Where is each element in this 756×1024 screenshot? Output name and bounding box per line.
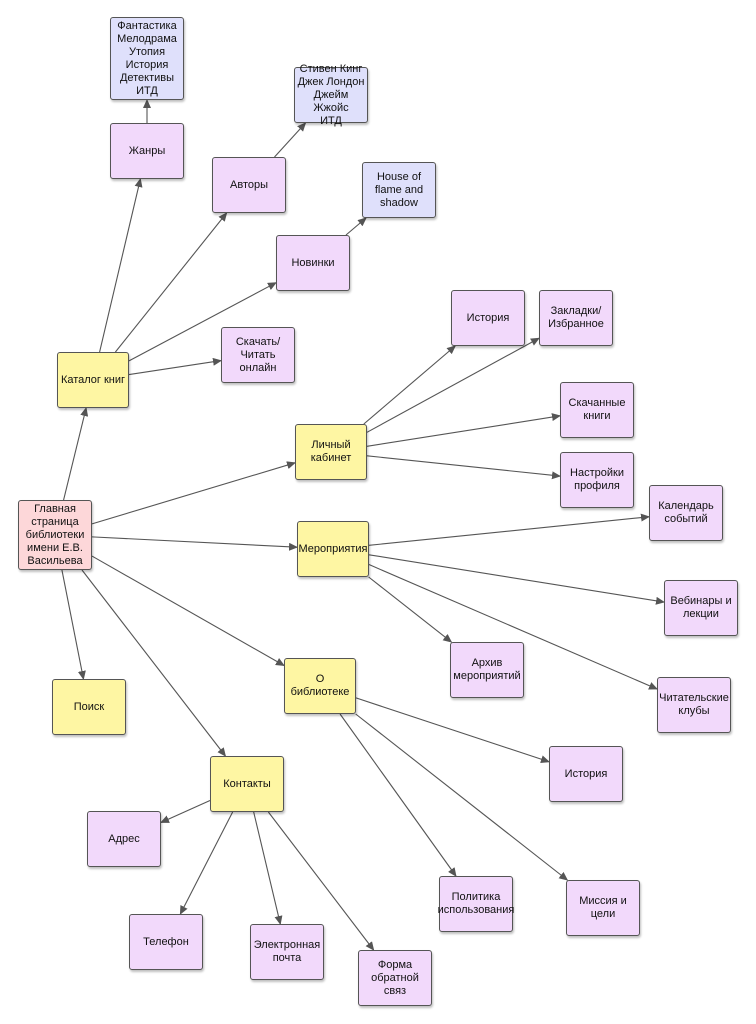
node-label: Контакты [223,777,271,790]
node-search: Поиск [52,679,126,735]
node-label: Мероприятия [298,542,368,555]
node-label: Читательские клубы [659,692,729,717]
node-label: Электронная почта [253,939,321,964]
node-label: Настройки профиля [570,467,624,492]
edge-events-to-calendar [368,513,650,546]
edge-root-to-events [91,536,298,551]
node-root: Главная страница библиотеки имени Е.В. В… [18,500,92,570]
node-label: Авторы [230,178,268,191]
node-label: Адрес [108,832,140,845]
edge-catalog-to-authors [114,212,228,353]
node-label: Фантастика Мелодрама Утопия История Дете… [117,19,177,97]
edge-catalog-to-genres [99,178,143,353]
node-label: Жанры [128,144,166,157]
node-email: Электронная почта [250,924,324,980]
edge-catalog-to-new [128,282,277,362]
node-about-history: История [549,746,623,802]
edge-authors-to-authors-list [274,122,307,158]
node-label: Архив мероприятий [453,657,521,682]
edge-cabinet-to-bookmarks [366,337,540,433]
node-phone: Телефон [129,914,203,970]
node-label: Форма обратной связ [371,958,419,997]
node-label: Закладки/ Избранное [548,305,604,330]
edge-root-to-cabinet [91,461,296,525]
node-address: Адрес [87,811,161,867]
edge-contacts-to-email [253,811,283,925]
node-downloaded: Скачанные книги [560,382,634,438]
edge-new-to-new-list [345,217,367,236]
node-authors: Авторы [212,157,286,213]
node-webinars: Вебинары и лекции [664,580,738,636]
node-label: Календарь событий [658,500,714,525]
node-policy: Политика использования [437,876,515,932]
node-clubs: Читательские клубы [657,677,731,733]
node-label: Вебинары и лекции [670,595,732,620]
node-catalog: Каталог книг [57,352,129,408]
node-new-list: House of flame and shadow [362,162,436,218]
node-label: Главная страница библиотеки имени Е.В. В… [25,502,85,567]
edge-about-to-about-history [355,697,550,764]
node-label: Каталог книг [60,373,126,386]
edge-root-to-about [91,555,285,666]
edge-events-to-archive [368,576,453,643]
edge-contacts-to-address [160,800,211,823]
node-label: Скачанные книги [568,397,626,422]
node-authors-list: Стивен Кинг Джек Лондон Джейм Жжойс ИТД [294,63,368,127]
edge-cabinet-to-downloaded [366,413,561,447]
edge-about-to-policy [339,713,457,877]
node-label: Поиск [73,700,105,713]
node-settings: Настройки профиля [560,452,634,508]
node-download: Скачать/Читать онлайн [221,327,295,383]
edge-root-to-catalog [63,407,89,501]
edge-cabinet-to-settings [366,455,561,480]
node-label: Новинки [291,256,335,269]
node-label: О библиотеке [290,673,350,698]
node-label: История [564,767,608,780]
edge-root-to-contacts [81,569,227,757]
node-genres: Жанры [110,123,184,179]
node-label: Личный кабинет [310,439,352,464]
edge-root-to-search [61,569,86,680]
node-new: Новинки [276,235,350,291]
edge-catalog-to-download [128,357,222,376]
node-label: Стивен Кинг Джек Лондон Джейм Жжойс ИТД [297,62,365,127]
node-label: Миссия и цели [579,895,627,920]
node-label: История [466,311,510,324]
node-label: Телефон [143,935,189,948]
node-label: Политика использования [437,891,515,916]
node-feedback: Форма обратной связ [358,950,432,1006]
node-history: История [451,290,525,346]
node-label: Скачать/Читать онлайн [235,335,281,374]
node-about: О библиотеке [284,658,356,714]
node-mission: Миссия и цели [566,880,640,936]
node-archive: Архив мероприятий [450,642,524,698]
edges-layer [61,99,665,951]
node-bookmarks: Закладки/ Избранное [539,290,613,346]
node-calendar: Календарь событий [649,485,723,541]
edge-cabinet-to-history [363,345,456,425]
edge-events-to-clubs [368,564,658,690]
edge-contacts-to-feedback [267,811,375,951]
node-cabinet: Личный кабинет [295,424,367,480]
edge-contacts-to-phone [179,811,234,915]
edge-about-to-mission [355,713,569,881]
node-events: Мероприятия [297,521,369,577]
node-genres-list: Фантастика Мелодрама Утопия История Дете… [110,17,184,100]
edge-events-to-webinars [368,554,665,605]
node-contacts: Контакты [210,756,284,812]
node-label: House of flame and shadow [374,170,424,209]
